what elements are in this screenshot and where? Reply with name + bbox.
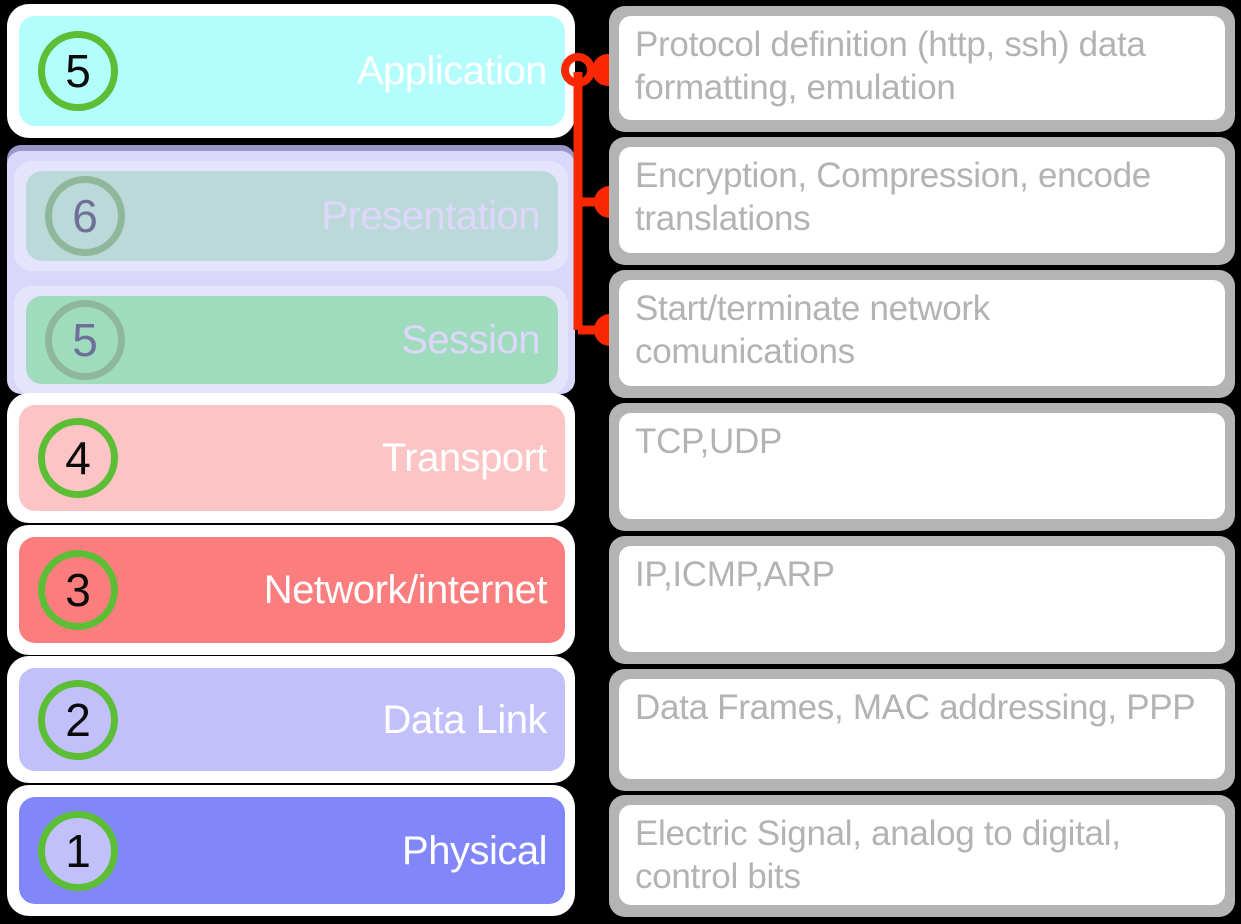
layer-number-badge: 1 [38, 810, 118, 891]
layer-number-badge: 5 [45, 300, 125, 380]
description-frame[interactable]: Start/terminate network comunications [609, 270, 1235, 398]
layer-number: 5 [65, 45, 91, 97]
layer-name-application: Application [356, 49, 548, 93]
description-frame[interactable]: Encryption, Compression, encode translat… [609, 137, 1235, 265]
description-text-transport: TCP,UDP [619, 413, 1225, 519]
layer-card-session[interactable]: 5 Session [14, 286, 568, 394]
description-column: Protocol definition (http, ssh) data for… [609, 6, 1235, 918]
layer-number: 3 [65, 564, 91, 616]
description-frame[interactable]: Data Frames, MAC addressing, PPP [609, 669, 1235, 791]
layer-name-presentation: Presentation [321, 194, 540, 238]
layer-pill-session: 5 Session [26, 296, 558, 384]
layer-number-badge: 5 [38, 31, 118, 111]
description-text-physical: Electric Signal, analog to digital, cont… [619, 805, 1225, 905]
layer-card-transport[interactable]: 4 Transport [7, 393, 575, 523]
layer-number: 2 [65, 693, 91, 746]
layer-pill-application: 5 Application [19, 16, 565, 126]
layer-number: 4 [65, 432, 91, 484]
layer-name-physical: Physical [402, 828, 547, 873]
layer-card-network[interactable]: 3 Network/internet [7, 525, 575, 655]
layer-number: 1 [65, 824, 91, 877]
layer-number-badge: 4 [38, 418, 118, 498]
dimmed-layer-group: 6 Presentation 5 Session [7, 151, 575, 394]
description-frame[interactable]: IP,ICMP,ARP [609, 536, 1235, 664]
description-frame[interactable]: TCP,UDP [609, 403, 1235, 531]
layer-pill-physical: 1 Physical [19, 797, 565, 904]
description-frame[interactable]: Protocol definition (http, ssh) data for… [609, 6, 1235, 132]
layer-pill-presentation: 6 Presentation [26, 171, 558, 261]
layer-number: 6 [72, 190, 98, 242]
description-text-presentation: Encryption, Compression, encode translat… [619, 147, 1225, 253]
description-frame[interactable]: Electric Signal, analog to digital, cont… [609, 795, 1235, 917]
layer-name-session: Session [401, 318, 540, 362]
layer-number-badge: 6 [45, 176, 125, 256]
description-text-session: Start/terminate network comunications [619, 280, 1225, 386]
description-text-network: IP,ICMP,ARP [619, 546, 1225, 652]
layer-card-datalink[interactable]: 2 Data Link [7, 656, 575, 783]
description-text-datalink: Data Frames, MAC addressing, PPP [619, 679, 1225, 779]
layer-pill-datalink: 2 Data Link [19, 668, 565, 771]
open-circle-node-icon [561, 53, 595, 87]
layer-number: 5 [72, 314, 98, 366]
layer-card-presentation[interactable]: 6 Presentation [14, 161, 568, 271]
layer-name-datalink: Data Link [382, 697, 548, 742]
layer-pill-network: 3 Network/internet [19, 537, 565, 643]
layer-card-application[interactable]: 5 Application [7, 4, 575, 138]
layer-name-network: Network/internet [263, 568, 548, 612]
layer-number-badge: 3 [38, 550, 118, 630]
layer-pill-transport: 4 Transport [19, 405, 565, 511]
description-text-application: Protocol definition (http, ssh) data for… [619, 16, 1225, 120]
layer-card-physical[interactable]: 1 Physical [7, 785, 575, 916]
layer-stack-column: 5 Application 6 Presentation 5 [7, 4, 575, 920]
layer-number-badge: 2 [38, 679, 118, 760]
layer-name-transport: Transport [381, 436, 548, 480]
